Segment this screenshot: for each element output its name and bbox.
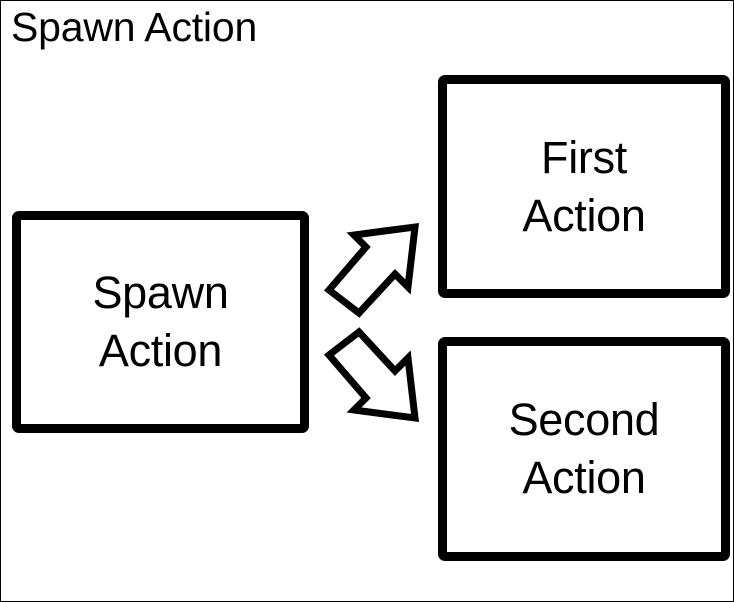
node-spawn-action[interactable]: Spawn Action <box>12 211 309 433</box>
page-title: Spawn Action <box>11 4 258 50</box>
block-arrow-down-right-icon <box>323 327 419 423</box>
node-second-action-label: Second Action <box>508 394 660 503</box>
node-first-action[interactable]: First Action <box>438 75 730 298</box>
node-first-action-label: First Action <box>522 131 646 241</box>
node-spawn-action-label: Spawn Action <box>92 267 229 376</box>
node-second-action[interactable]: Second Action <box>438 337 730 561</box>
block-arrow-down-right-shape <box>323 327 419 423</box>
block-arrow-up-right-shape <box>323 222 419 318</box>
block-arrow-up-right-icon <box>323 222 419 318</box>
